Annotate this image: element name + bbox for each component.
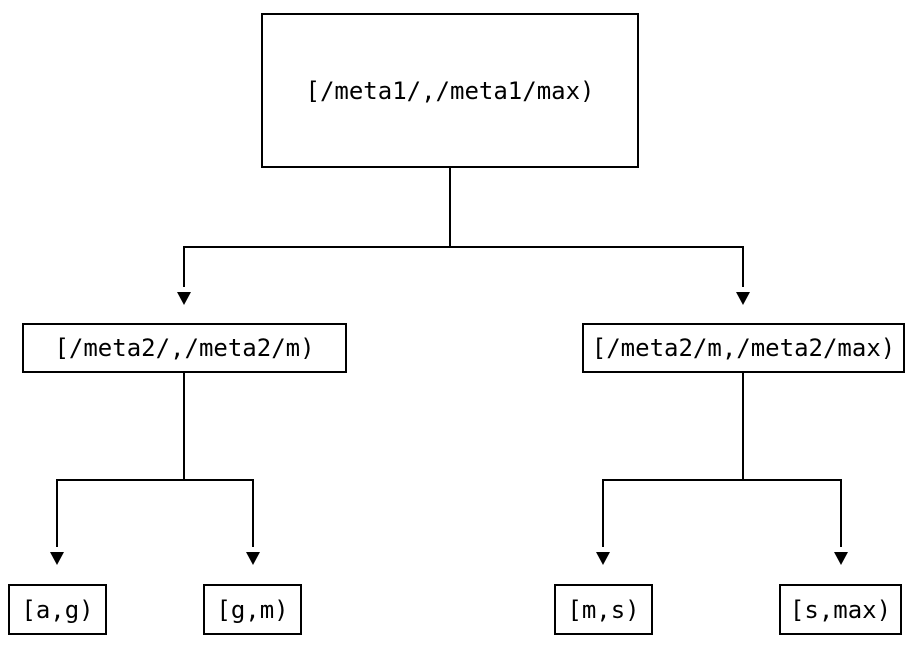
connector-line-drop-leaf-smax	[840, 479, 842, 547]
connector-line-child-left-stem	[183, 373, 185, 481]
tree-node-child-right: [/meta2/m,/meta2/max)	[582, 323, 905, 373]
connector-line-level2-rail-left	[56, 479, 254, 481]
arrow-down-icon	[736, 292, 750, 305]
tree-node-leaf-ag: [a,g)	[8, 584, 107, 635]
tree-node-leaf-smax: [s,max)	[779, 584, 902, 635]
tree-node-leaf-ms: [m,s)	[554, 584, 653, 635]
connector-line-level2-rail-right	[602, 479, 842, 481]
tree-node-leaf-gm: [g,m)	[203, 584, 302, 635]
arrow-down-icon	[596, 552, 610, 565]
arrow-down-icon	[246, 552, 260, 565]
connector-line-root-stem	[449, 168, 451, 248]
connector-line-level1-rail	[183, 246, 744, 248]
arrow-down-icon	[177, 292, 191, 305]
connector-line-drop-leaf-ms	[602, 479, 604, 547]
connector-line-drop-leaf-ag	[56, 479, 58, 547]
arrow-down-icon	[834, 552, 848, 565]
connector-line-child-right-stem	[742, 373, 744, 481]
arrow-down-icon	[50, 552, 64, 565]
connector-line-drop-child-left	[183, 246, 185, 287]
tree-node-child-left: [/meta2/,/meta2/m)	[22, 323, 347, 373]
connector-line-drop-leaf-gm	[252, 479, 254, 547]
connector-line-drop-child-right	[742, 246, 744, 287]
tree-node-root: [/meta1/,/meta1/max)	[261, 13, 639, 168]
